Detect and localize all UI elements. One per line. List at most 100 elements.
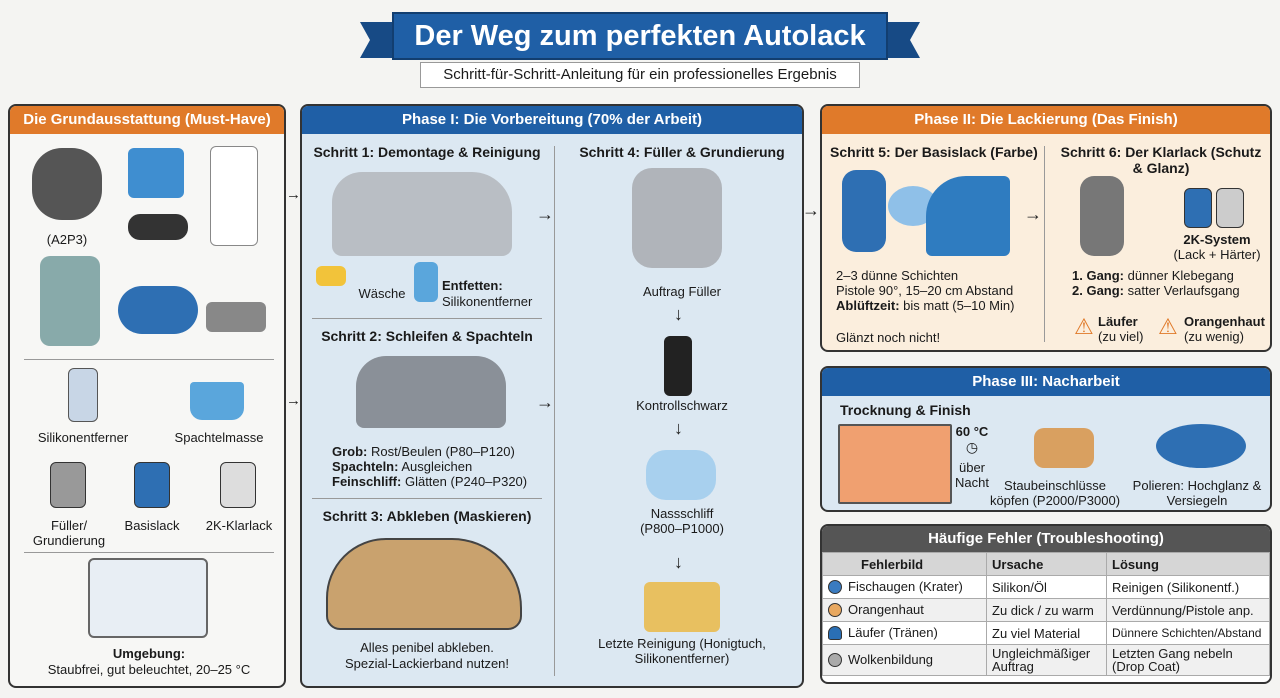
equipment-panel: Die Grundausstattung (Must-Have) (A2P3) … (8, 104, 286, 688)
column-divider (1044, 146, 1045, 342)
defect-text: Orangenhaut (848, 601, 924, 617)
item-label: Füller/ Grundierung (32, 518, 106, 548)
column-header: Fehlerbild (822, 552, 987, 576)
step5-text: 2–3 dünne Schichten (836, 268, 959, 283)
step2-line-label: Feinschliff: (332, 474, 402, 489)
spray-can-icon (664, 336, 692, 396)
coat1: 1. Gang: dünner Klebegang (1072, 268, 1270, 283)
step1-title: Schritt 1: Demontage & Reinigung (313, 144, 541, 160)
orange-peel-icon (828, 603, 842, 618)
filler-tub-icon (190, 382, 244, 420)
troubleshooting-header: Häufige Fehler (Troubleshooting) (822, 526, 1270, 552)
primer-spray-gun-icon (632, 168, 722, 268)
respirator-mask-icon (32, 148, 102, 220)
step4-item: Nassschliff (P800–P1000) (640, 506, 724, 536)
step2-line: Feinschliff: Glätten (P240–P320) (332, 474, 542, 489)
step2-line-text: Rost/Beulen (P80–P120) (371, 444, 515, 459)
mask-label: (A2P3) (46, 232, 88, 247)
phase2-header: Phase II: Die Lackierung (Das Finish) (822, 106, 1270, 134)
polish-text: Polieren: Hochglanz & Versiegeln (1132, 478, 1262, 508)
drying-time: über Nacht (955, 460, 989, 490)
phase3-title: Trocknung & Finish (840, 402, 971, 418)
primer-can-icon (50, 462, 86, 508)
solution-cell: Letzten Gang nebeln (Drop Coat) (1106, 644, 1270, 676)
clouding-icon (828, 653, 842, 668)
cause-cell: Silikon/Öl (986, 575, 1107, 599)
polisher-icon (1156, 424, 1246, 468)
table-header-row: Fehlerbild Ursache Lösung (822, 552, 1270, 576)
basecoat-spray-gun-icon (842, 170, 886, 252)
item-label: Silikonentferner (37, 430, 129, 445)
step2-line-text: Glätten (P240–P320) (404, 474, 528, 489)
step4-title: Schritt 4: Füller & Grundierung (579, 144, 785, 160)
step3-text: Spezial-Lackierband nutzen! (344, 656, 510, 671)
column-header: Lösung (1106, 552, 1270, 576)
step5-note: Glänzt noch nicht! (836, 330, 941, 345)
flash-text: bis matt (5–10 Min) (903, 298, 1015, 313)
step3-text: Alles penibel abkleben. (360, 640, 494, 655)
cause-cell: Ungleichmäßiger Auftrag (986, 644, 1107, 676)
degrease-text: Silikonentferner (442, 294, 533, 309)
troubleshooting-panel: Häufige Fehler (Troubleshooting) Fehlerb… (820, 524, 1272, 684)
defect-cell: Orangenhaut (822, 598, 987, 622)
dust-sanding-hand-icon (1034, 428, 1094, 468)
column-divider (554, 146, 555, 676)
item-label: Spachtelmasse (174, 430, 264, 445)
defect-text: Fischaugen (Krater) (848, 578, 963, 594)
item-label: Basislack (124, 518, 180, 533)
step4-item: Letzte Reinigung (Honigtuch, Silikonentf… (598, 636, 766, 666)
hardener-can-icon (1216, 188, 1244, 228)
goggles-icon (128, 214, 188, 240)
coat2-text: satter Verlaufsgang (1127, 283, 1240, 298)
sanding-hand-icon (356, 356, 506, 428)
step5-flash-time: Ablüftzeit: bis matt (5–10 Min) (836, 298, 1046, 313)
phase2-panel: Phase II: Die Lackierung (Das Finish) Sc… (820, 104, 1272, 352)
degrease-label: Entfetten: (442, 278, 503, 293)
clearcoat-spray-gun-icon (1080, 176, 1124, 256)
solution-cell: Dünnere Schichten/Abstand (1106, 621, 1270, 645)
coat1-text: dünner Klebegang (1127, 268, 1234, 283)
silicone-remover-bottle-icon (68, 368, 98, 422)
warning-runs-sub: (zu viel) (1098, 329, 1144, 344)
coat2-label: 2. Gang: (1072, 283, 1125, 298)
warning-icon: ⚠ (1074, 314, 1094, 339)
phase1-panel: Phase I: Die Vorbereitung (70% der Arbei… (300, 104, 804, 688)
clock-icon: ◷ (965, 439, 979, 455)
clearcoat-can-icon (220, 462, 256, 508)
tack-cloth-bottle-icon (644, 582, 720, 632)
solution-cell: Verdünnung/Pistole anp. (1106, 598, 1270, 622)
temperature: 60 °C (955, 424, 989, 439)
drying-booth-icon (838, 424, 952, 504)
wet-sanding-hand-icon (646, 450, 716, 500)
step2-line-label: Spachteln: (332, 459, 399, 474)
step6-title: Schritt 6: Der Klarlack (Schutz & Glanz) (1060, 144, 1262, 176)
step2-line-label: Grob: (332, 444, 368, 459)
arrow-down-icon: ↓ (674, 304, 683, 324)
environment-label: Umgebung: (112, 646, 186, 661)
arrow-right-icon: → (536, 392, 554, 412)
divider (24, 359, 274, 360)
spray-gun-icon (40, 256, 100, 346)
sanding-block-icon (206, 302, 266, 332)
arrow-to-phase2-icon: → (802, 200, 820, 220)
car-door-icon (926, 176, 1010, 256)
divider (312, 318, 542, 319)
arrow-right-icon: → (286, 392, 301, 409)
2k-system-label: 2K-System (1183, 232, 1251, 247)
step5-title: Schritt 5: Der Basislack (Farbe) (830, 144, 1038, 160)
wash-label: Wäsche (358, 286, 406, 301)
paint-run-icon (828, 626, 842, 641)
cause-cell: Zu dick / zu warm (986, 598, 1107, 622)
2k-system-sub: (Lack + Härter) (1173, 247, 1261, 262)
step2-line: Grob: Rost/Beulen (P80–P120) (332, 444, 542, 459)
warning-icon: ⚠ (1158, 314, 1178, 339)
spray-bottle-icon (414, 262, 438, 302)
troubleshooting-table: Fehlerbild Ursache Lösung Fischaugen (Kr… (822, 552, 1270, 676)
car-disassembled-icon (332, 172, 512, 256)
sponge-icon (316, 266, 346, 286)
step2-line: Spachteln: Ausgleichen (332, 459, 542, 474)
